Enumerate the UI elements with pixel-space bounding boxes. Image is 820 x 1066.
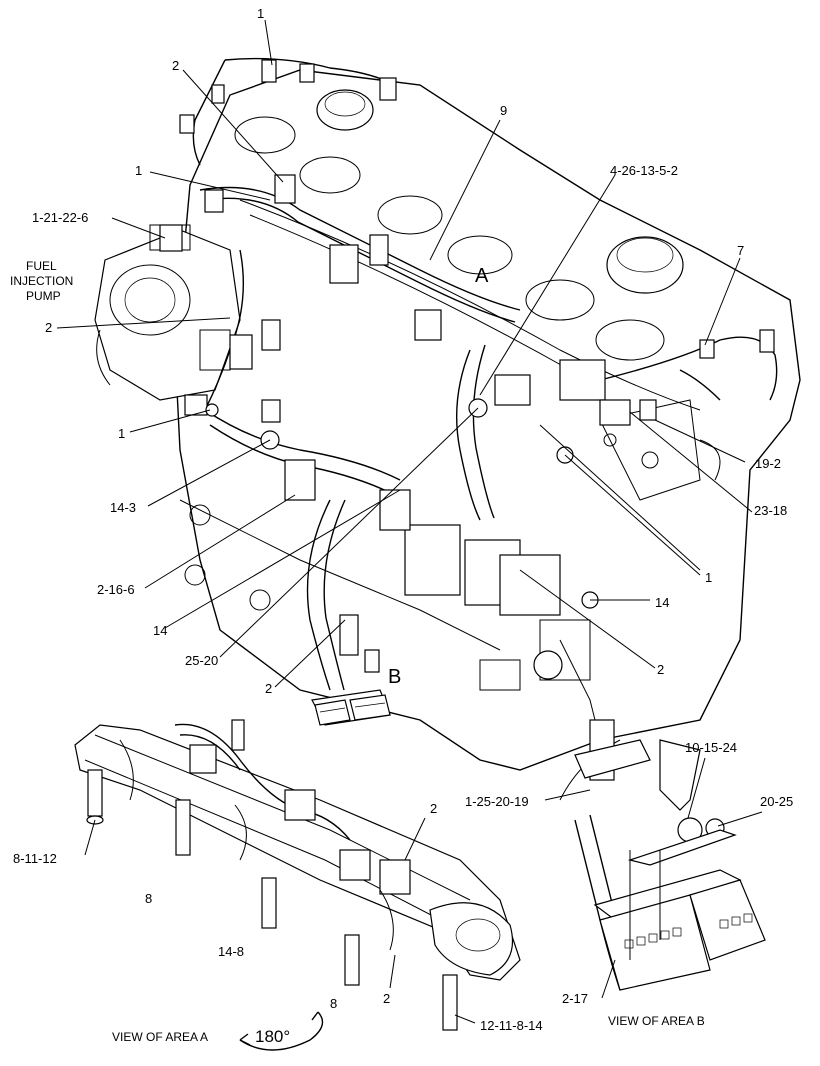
area-b-connector [311, 689, 391, 726]
callout-labels: 1 2 9 4-26-13-5-2 1 1-21-22-6 7 2 1 19-2… [13, 6, 793, 1033]
callout-25-20: 25-20 [185, 653, 218, 668]
callout-1-21-22-6: 1-21-22-6 [32, 210, 88, 225]
view-area-a-drawing [74, 719, 521, 1031]
callout-1-left: 1 [118, 426, 125, 441]
callout-14-right: 14 [655, 595, 669, 610]
fuel-label-line-3: PUMP [26, 289, 61, 303]
area-b-marker: B [388, 666, 401, 688]
rotation-label: 180° [255, 1027, 290, 1046]
callout-12-11-8-14: 12-11-8-14 [480, 1018, 543, 1033]
callout-14-3: 14-3 [110, 500, 136, 515]
callout-8-b: 8 [330, 996, 337, 1011]
harness-connectors [159, 59, 775, 680]
engine-block-outline [174, 69, 801, 771]
view-area-a-caption: VIEW OF AREA A [112, 1030, 208, 1044]
area-a-marker: A [475, 265, 489, 287]
callout-2-17: 2-17 [562, 991, 588, 1006]
wiring-harness-main [192, 57, 778, 691]
fuel-label-line-1: FUEL [26, 259, 57, 273]
callout-1-mid: 1 [135, 163, 142, 178]
fuel-injection-pump [94, 224, 241, 401]
fuel-label-line-2: INJECTION [10, 274, 73, 288]
leader-lines-upper [56, 19, 753, 688]
fuel-injection-pump-label: FUEL INJECTION PUMP [10, 259, 73, 303]
callout-19-2: 19-2 [755, 456, 781, 471]
leader-lines-view-b [544, 757, 763, 999]
callout-2-16-6: 2-16-6 [97, 582, 135, 597]
leader-lines-view-a [84, 817, 476, 1024]
view-area-b-caption: VIEW OF AREA B [608, 1014, 705, 1028]
callout-2-top: 2 [172, 58, 179, 73]
callout-1-top: 1 [257, 6, 264, 21]
callout-8-a: 8 [145, 891, 152, 906]
rotation-arrow-icon [239, 1011, 324, 1051]
callout-2-left: 2 [45, 320, 52, 335]
connector-pins [624, 913, 753, 949]
view-area-b-drawing [559, 719, 766, 991]
callout-14-mid: 14 [153, 623, 167, 638]
callout-1-right: 1 [705, 570, 712, 585]
callout-10-15-24: 10-15-24 [685, 740, 737, 755]
callout-14-8: 14-8 [218, 944, 244, 959]
callout-23-18: 23-18 [754, 503, 787, 518]
callout-2-lower: 2 [265, 681, 272, 696]
callout-2-bottom: 2 [383, 991, 390, 1006]
callout-8-11-12: 8-11-12 [13, 851, 57, 866]
callout-20-25: 20-25 [760, 794, 793, 809]
callout-1-25-20-19: 1-25-20-19 [465, 794, 529, 809]
callout-2-right: 2 [657, 662, 664, 677]
callout-2-view-a: 2 [430, 801, 437, 816]
callout-9: 9 [500, 103, 507, 118]
callout-4-26-13-5-2: 4-26-13-5-2 [610, 163, 678, 178]
callout-7: 7 [737, 243, 744, 258]
